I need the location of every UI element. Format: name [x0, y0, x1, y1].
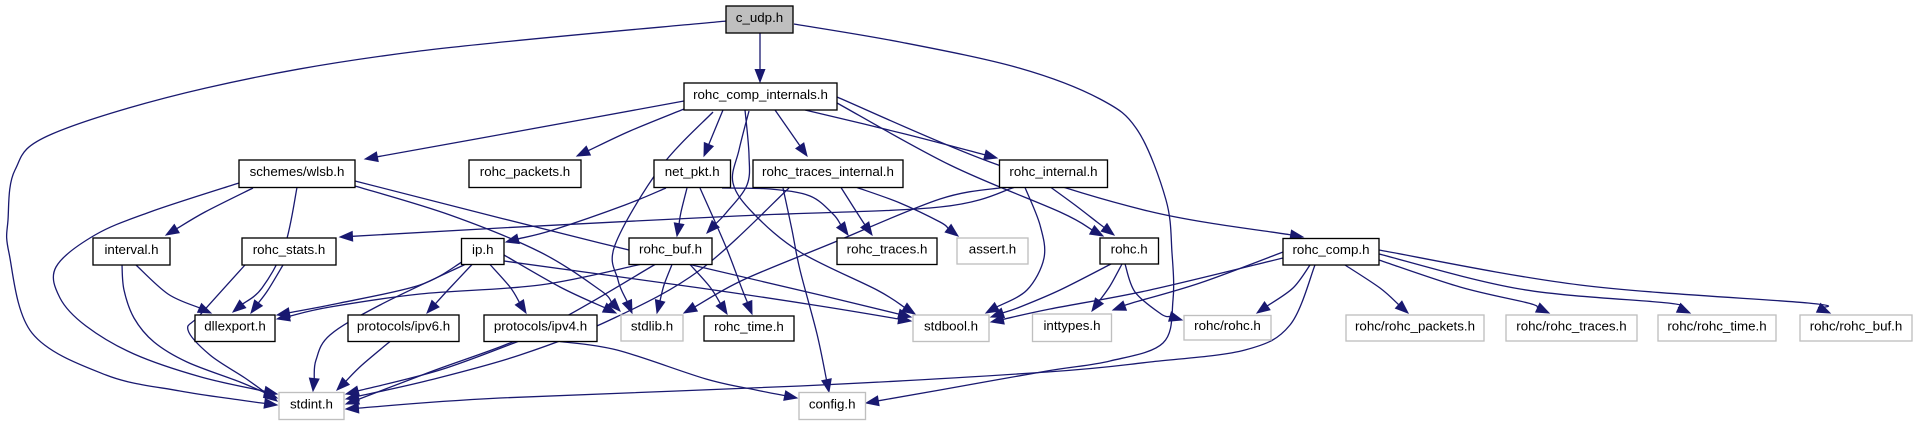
svg-text:rohc_buf.h: rohc_buf.h — [639, 242, 702, 257]
svg-text:rohc_internal.h: rohc_internal.h — [1009, 164, 1097, 179]
svg-text:interval.h: interval.h — [104, 242, 158, 257]
svg-text:rohc_traces.h: rohc_traces.h — [847, 242, 928, 257]
svg-text:inttypes.h: inttypes.h — [1043, 318, 1100, 333]
svg-text:ip.h: ip.h — [472, 242, 494, 257]
svg-text:rohc_packets.h: rohc_packets.h — [480, 164, 570, 179]
svg-text:c_udp.h: c_udp.h — [736, 10, 783, 25]
svg-text:rohc_stats.h: rohc_stats.h — [253, 242, 326, 257]
svg-text:rohc_comp.h: rohc_comp.h — [1292, 242, 1369, 257]
svg-text:rohc.h: rohc.h — [1111, 241, 1148, 256]
svg-text:rohc/rohc_packets.h: rohc/rohc_packets.h — [1355, 318, 1475, 333]
svg-text:rohc/rohc.h: rohc/rohc.h — [1194, 318, 1261, 333]
svg-text:assert.h: assert.h — [969, 241, 1016, 256]
svg-text:rohc_traces_internal.h: rohc_traces_internal.h — [762, 164, 894, 179]
svg-text:rohc_comp_internals.h: rohc_comp_internals.h — [693, 87, 828, 102]
svg-text:stdint.h: stdint.h — [290, 396, 333, 411]
svg-text:rohc/rohc_traces.h: rohc/rohc_traces.h — [1516, 318, 1626, 333]
svg-text:config.h: config.h — [809, 396, 856, 411]
svg-text:stdbool.h: stdbool.h — [924, 319, 978, 334]
svg-text:protocols/ipv6.h: protocols/ipv6.h — [357, 319, 450, 334]
svg-text:dllexport.h: dllexport.h — [204, 319, 266, 334]
svg-text:protocols/ipv4.h: protocols/ipv4.h — [494, 319, 587, 334]
svg-text:rohc_time.h: rohc_time.h — [714, 319, 784, 334]
svg-text:rohc/rohc_buf.h: rohc/rohc_buf.h — [1810, 318, 1903, 333]
svg-text:schemes/wlsb.h: schemes/wlsb.h — [250, 164, 345, 179]
svg-text:net_pkt.h: net_pkt.h — [665, 164, 720, 179]
svg-text:stdlib.h: stdlib.h — [631, 318, 673, 333]
svg-text:rohc/rohc_time.h: rohc/rohc_time.h — [1667, 318, 1766, 333]
